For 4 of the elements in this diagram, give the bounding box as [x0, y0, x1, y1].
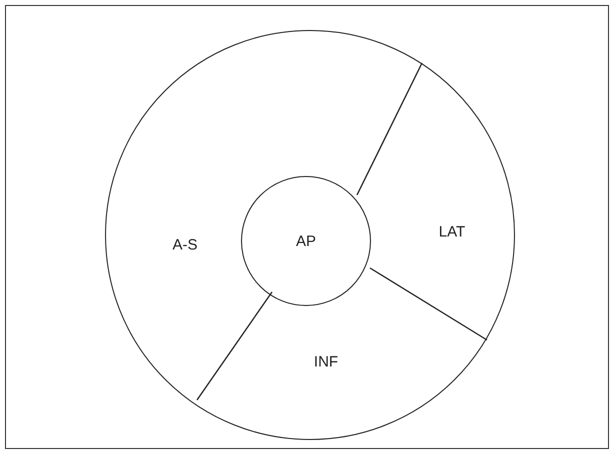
segment-label: LAT	[438, 224, 466, 240]
segment-label: AP	[296, 232, 316, 250]
segment-label: A-S	[172, 236, 198, 254]
segment-label: INF	[314, 354, 338, 370]
